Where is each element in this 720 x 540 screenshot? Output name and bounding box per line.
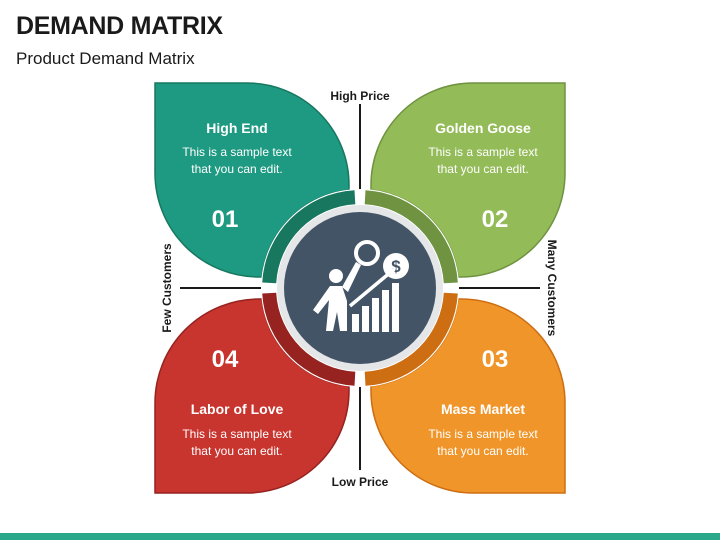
axis-label-high-price: High Price xyxy=(330,89,390,103)
quadrant-text-line2: that you can edit. xyxy=(437,162,528,176)
axis-label-many-customers: Many Customers xyxy=(545,240,559,337)
quadrant-title: High End xyxy=(206,120,267,136)
quadrant-title: Mass Market xyxy=(441,401,525,417)
quadrant-text-line2: that you can edit. xyxy=(191,162,282,176)
ring-arc-high-end xyxy=(262,190,356,284)
quadrant-text-line2: that you can edit. xyxy=(437,444,528,458)
ring-arc-golden-goose xyxy=(364,190,458,284)
page-title: DEMAND MATRIX xyxy=(16,12,223,40)
quadrant-text-line1: This is a sample text xyxy=(428,427,538,441)
quadrant-number: 02 xyxy=(482,206,509,233)
svg-text:$: $ xyxy=(391,257,401,276)
axis-label-few-customers: Few Customers xyxy=(160,243,174,333)
axis-label-low-price: Low Price xyxy=(332,475,389,489)
page-subtitle: Product Demand Matrix xyxy=(16,49,195,68)
quadrant-text-line1: This is a sample text xyxy=(182,145,292,159)
ring-arc-labor-of-love xyxy=(262,292,356,386)
quadrant-mass-market: 03 Mass Market This is a sample text tha… xyxy=(428,346,538,458)
business-growth-icon: $ xyxy=(313,240,409,332)
quadrant-text-line2: that you can edit. xyxy=(191,444,282,458)
quadrant-number: 03 xyxy=(482,346,509,373)
ring-arc-mass-market xyxy=(364,292,458,386)
quadrant-text-line1: This is a sample text xyxy=(182,427,292,441)
quadrant-title: Labor of Love xyxy=(191,401,284,417)
quadrant-number: 01 xyxy=(212,206,239,233)
center-disc xyxy=(284,212,436,364)
quadrant-title: Golden Goose xyxy=(435,120,531,136)
quadrant-text-line1: This is a sample text xyxy=(428,145,538,159)
quadrant-number: 04 xyxy=(212,346,239,373)
bottom-accent-bar xyxy=(0,533,720,540)
quadrant-high-end: High End This is a sample text that you … xyxy=(182,120,292,233)
quadrant-labor-of-love: 04 Labor of Love This is a sample text t… xyxy=(182,346,292,458)
quadrant-golden-goose: Golden Goose This is a sample text that … xyxy=(428,120,538,233)
